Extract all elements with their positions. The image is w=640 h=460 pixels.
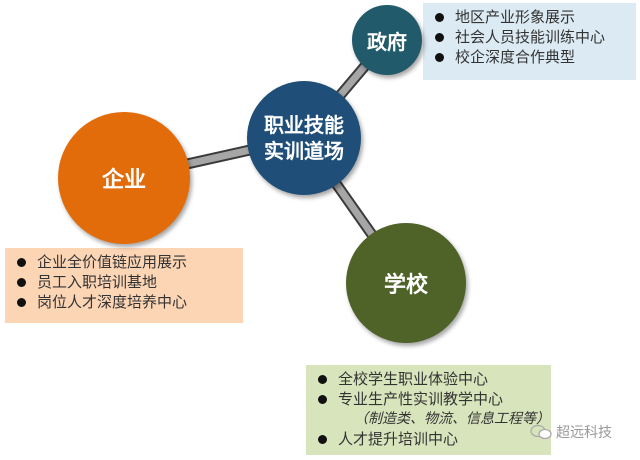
- center-circle: 职业技能实训道场: [247, 81, 361, 195]
- center-label-2: 实训道场: [264, 139, 344, 163]
- enterprise-label: 企业: [101, 168, 146, 193]
- center-label-1: 职业技能: [264, 113, 344, 137]
- list-item: 校企深度合作典型: [431, 47, 628, 67]
- enterprise-box: 企业全价值链应用展示 员工入职培训基地 岗位人才深度培养中心: [5, 248, 243, 323]
- list-item: 人才提升培训中心: [314, 429, 543, 449]
- wechat-icon: [530, 424, 552, 440]
- list-item: 岗位人才深度培养中心: [13, 292, 235, 312]
- list-item: 全校学生职业体验中心: [314, 369, 543, 389]
- enterprise-circle: 企业: [58, 112, 190, 244]
- list-item: 专业生产性实训教学中心: [314, 389, 543, 409]
- watermark-text: 超远科技: [556, 425, 612, 441]
- watermark: 超远科技: [530, 422, 612, 442]
- list-item-note: （制造类、物流、信息工程等）: [354, 411, 550, 427]
- government-label: 政府: [367, 29, 407, 54]
- list-item: 员工入职培训基地: [13, 272, 235, 292]
- list-item: 社会人员技能训练中心: [431, 27, 628, 47]
- government-circle: 政府: [352, 5, 422, 75]
- government-box: 地区产业形象展示 社会人员技能训练中心 校企深度合作典型: [423, 3, 636, 80]
- school-box: 全校学生职业体验中心 专业生产性实训教学中心 （制造类、物流、信息工程等） 人才…: [306, 365, 551, 455]
- school-label: 学校: [383, 273, 428, 298]
- list-item: 地区产业形象展示: [431, 7, 628, 27]
- school-circle: 学校: [346, 223, 466, 343]
- list-item: 企业全价值链应用展示: [13, 252, 235, 272]
